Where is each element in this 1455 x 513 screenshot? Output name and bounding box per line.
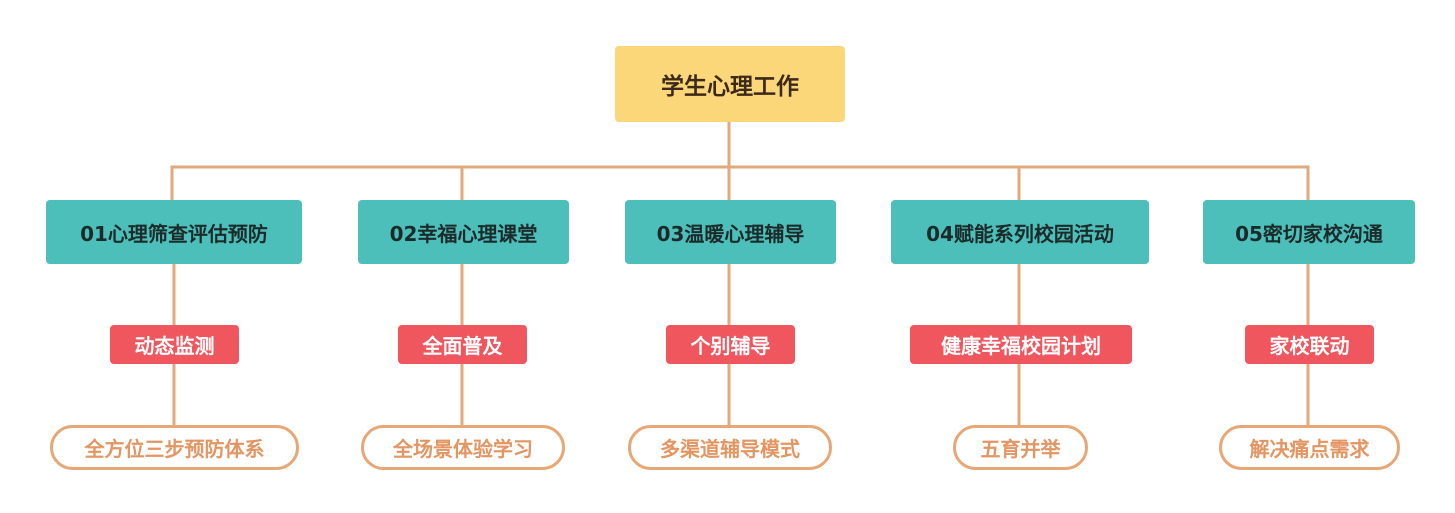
tag-node-2: 全面普及	[398, 325, 527, 364]
category-node-5: 05密切家校沟通	[1203, 200, 1415, 264]
category-node-3: 03温暖心理辅导	[625, 200, 836, 264]
category-node-1: 01心理筛查评估预防	[46, 200, 302, 264]
detail-node-1: 全方位三步预防体系	[50, 425, 299, 470]
root-node: 学生心理工作	[615, 46, 845, 122]
tag-node-4: 健康幸福校园计划	[910, 325, 1132, 364]
tag-node-5: 家校联动	[1245, 325, 1374, 364]
detail-node-5: 解决痛点需求	[1219, 425, 1400, 470]
category-node-2: 02幸福心理课堂	[358, 200, 569, 264]
detail-node-3: 多渠道辅导模式	[628, 425, 832, 470]
detail-node-4: 五育并举	[953, 425, 1088, 470]
category-node-4: 04赋能系列校园活动	[891, 200, 1149, 264]
tag-node-3: 个别辅导	[666, 325, 795, 364]
detail-node-2: 全场景体验学习	[361, 425, 565, 470]
tag-node-1: 动态监测	[110, 325, 239, 364]
